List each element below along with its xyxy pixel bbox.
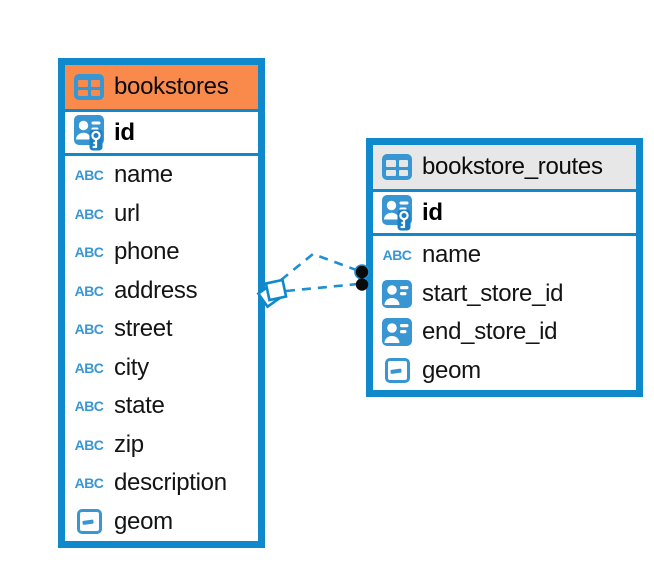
column-name: geom — [114, 507, 173, 535]
column-name: city — [114, 353, 149, 381]
person-icon — [381, 279, 413, 308]
column-name: state — [114, 392, 165, 420]
column-name: id — [114, 118, 135, 146]
text-type-icon: ABC — [74, 475, 104, 492]
column-name: id — [422, 198, 443, 226]
column-row[interactable]: end_store_id — [373, 313, 636, 352]
column-name: description — [114, 469, 227, 497]
column-row-id[interactable]: id — [373, 192, 636, 236]
column-row[interactable]: ABC street — [65, 310, 258, 349]
column-row[interactable]: ABC zip — [65, 425, 258, 464]
relationship-line[interactable] — [285, 282, 359, 293]
column-row[interactable]: ABC name — [65, 156, 258, 195]
column-row[interactable]: geom — [65, 502, 258, 541]
column-name: name — [114, 161, 173, 189]
column-row-id[interactable]: id — [65, 112, 258, 156]
table-title: bookstore_routes — [422, 153, 603, 180]
column-row[interactable]: ABC address — [65, 271, 258, 310]
column-name: name — [422, 241, 481, 269]
text-type-icon: ABC — [74, 167, 104, 184]
column-row[interactable]: ABC name — [373, 236, 636, 275]
column-row[interactable]: start_store_id — [373, 274, 636, 313]
text-type-icon: ABC — [74, 282, 104, 299]
column-name: start_store_id — [422, 279, 564, 307]
text-type-icon: ABC — [74, 244, 104, 261]
column-name: address — [114, 276, 198, 304]
text-type-icon: ABC — [382, 247, 412, 264]
table-bookstores[interactable]: bookstores id ABC — [58, 58, 265, 548]
primary-key-person-icon — [381, 194, 413, 231]
table-icon — [74, 74, 104, 100]
column-name: url — [114, 199, 140, 227]
column-name: phone — [114, 238, 180, 266]
text-type-icon: ABC — [74, 321, 104, 338]
column-name: geom — [422, 356, 481, 384]
text-type-icon: ABC — [74, 436, 104, 453]
geometry-type-icon — [76, 509, 102, 535]
column-row[interactable]: geom — [373, 351, 636, 390]
column-row[interactable]: ABC city — [65, 348, 258, 387]
text-type-icon: ABC — [74, 398, 104, 415]
person-icon — [381, 318, 413, 347]
column-name: street — [114, 315, 173, 343]
text-type-icon: ABC — [74, 359, 104, 376]
primary-key-person-icon — [73, 114, 105, 151]
column-name: end_store_id — [422, 318, 558, 346]
table-bookstore-routes[interactable]: bookstore_routes id ABC — [366, 138, 643, 397]
column-row[interactable]: ABC url — [65, 194, 258, 233]
column-row[interactable]: ABC phone — [65, 233, 258, 272]
table-title: bookstores — [114, 73, 229, 100]
table-bookstore-routes-header[interactable]: bookstore_routes — [373, 145, 636, 192]
column-row[interactable]: ABC description — [65, 464, 258, 503]
table-icon — [382, 154, 412, 180]
column-row[interactable]: ABC state — [65, 387, 258, 426]
relationship-line[interactable] — [280, 252, 360, 282]
text-type-icon: ABC — [74, 205, 104, 222]
table-bookstores-header[interactable]: bookstores — [65, 65, 258, 112]
column-name: zip — [114, 430, 144, 458]
geometry-type-icon — [384, 358, 410, 384]
